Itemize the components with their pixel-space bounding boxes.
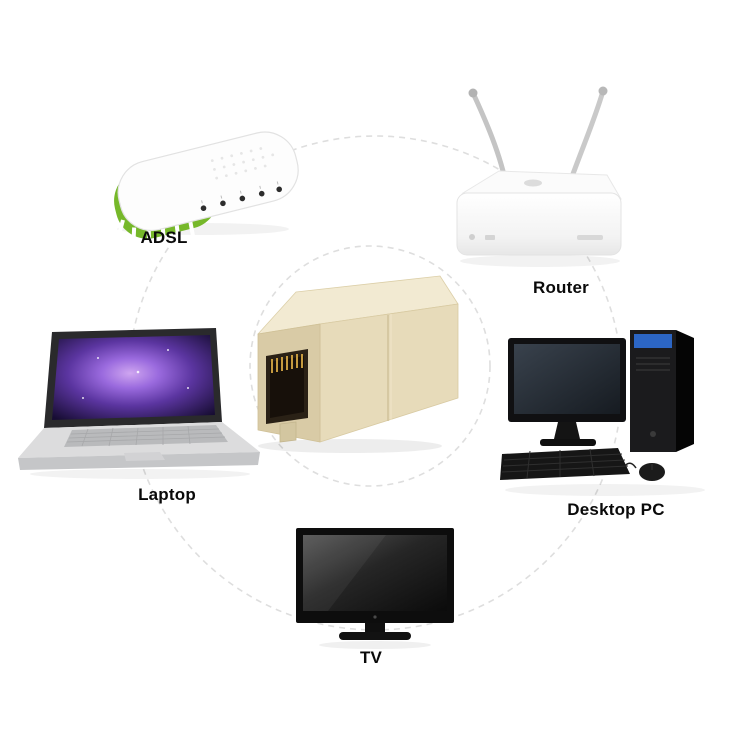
laptop-screen (52, 335, 215, 420)
coupler-clip-tab (279, 421, 297, 443)
laptop-label: Laptop (138, 485, 196, 504)
router-image (445, 85, 635, 275)
tv-screen (303, 535, 447, 611)
tv-logo-dot (373, 615, 377, 619)
pc-keyboard (500, 448, 630, 480)
laptop-image (18, 328, 268, 483)
tv-stand-neck (365, 623, 385, 632)
laptop-front-edge (18, 452, 260, 470)
adsl-modem-icon (114, 131, 299, 240)
pc-monitor-base (540, 439, 596, 446)
desktop-pc-image (500, 322, 715, 500)
laptop-keyboard (64, 425, 228, 447)
pc-tower-side (676, 330, 694, 452)
pc-mouse (639, 463, 665, 481)
desktop-pc-icon (500, 330, 705, 496)
laptop-trackpad (124, 452, 165, 461)
tv-image (294, 526, 458, 654)
adsl-modem-image (95, 115, 315, 240)
rj45-coupler-icon (257, 275, 459, 453)
coupler-front-face (319, 303, 459, 443)
router-label: Router (533, 278, 589, 297)
tv-icon (296, 528, 454, 649)
pc-monitor-screen (514, 344, 620, 414)
tv-label: TV (359, 648, 383, 667)
pc-monitor-stand (554, 422, 580, 439)
desktop-pc-label: Desktop PC (567, 500, 665, 519)
tv-stand-base (339, 632, 411, 640)
router-antenna-right (566, 88, 606, 188)
laptop-icon (18, 328, 260, 479)
router-icon (456, 86, 622, 267)
pc-tower-led (634, 334, 672, 348)
adsl-label: ADSL (140, 228, 188, 247)
inner-dashed-circle (249, 245, 491, 487)
rj45-coupler-image (250, 272, 465, 457)
